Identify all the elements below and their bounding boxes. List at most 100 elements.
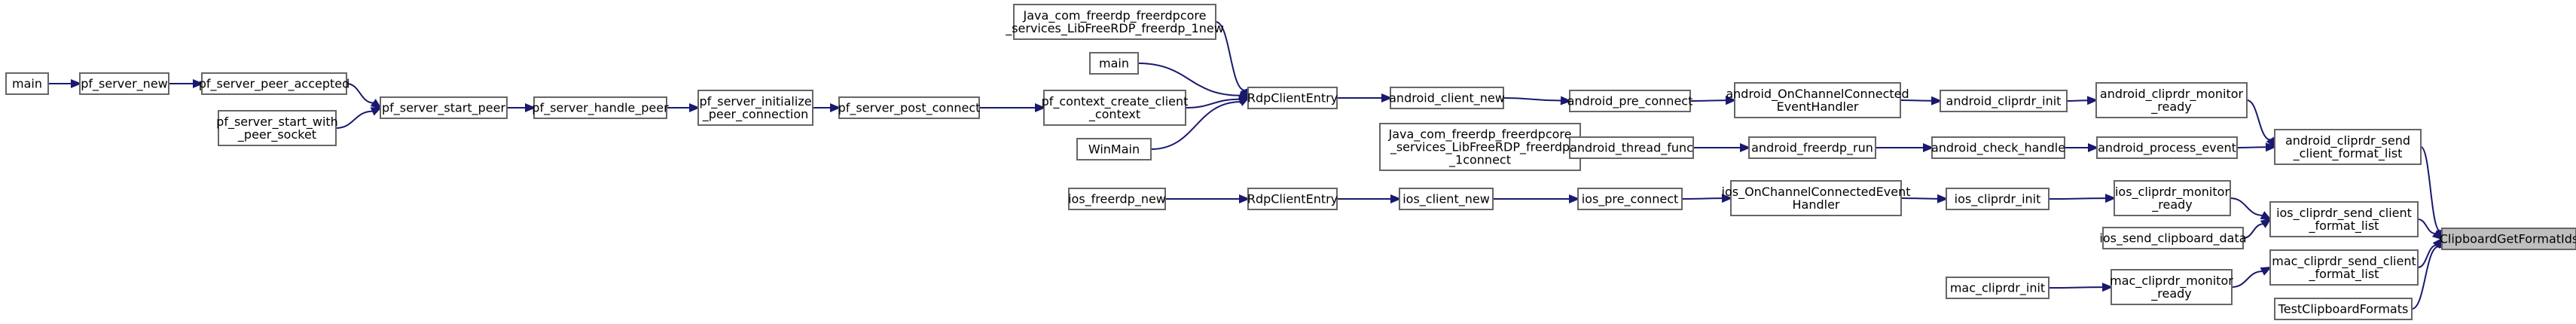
node-android-client-new[interactable]: android_client_new bbox=[1389, 87, 1505, 109]
node-label: pf_server_start_with bbox=[216, 115, 338, 130]
node-android-check-handle[interactable]: android_check_handle bbox=[1931, 136, 2065, 159]
edge-pf_server_peer_accepted-to-pf_server_start_peer bbox=[346, 83, 383, 109]
node-label: main bbox=[12, 77, 42, 91]
node-label: _peer_connection bbox=[702, 107, 809, 122]
node-label: pf_server_handle_peer bbox=[532, 101, 669, 116]
node-label: RdpClientEntry bbox=[1247, 192, 1338, 206]
node-winmain[interactable]: WinMain bbox=[1076, 138, 1152, 160]
node-label: ios_client_new bbox=[1402, 192, 1490, 207]
edge-ios_client_new-to-ios_pre_connect bbox=[1493, 194, 1580, 203]
edge-pf_server_start_peer-to-pf_server_handle_peer bbox=[506, 103, 536, 112]
node-label: _client_format_list bbox=[2293, 146, 2403, 161]
node-android-thread-func[interactable]: android_thread_func bbox=[1569, 136, 1694, 159]
node-mac-cliprdr-init[interactable]: mac_cliprdr_init bbox=[1946, 277, 2050, 299]
node-ios-freerdp-new[interactable]: ios_freerdp_new bbox=[1068, 188, 1166, 210]
node-label: WinMain bbox=[1088, 142, 1140, 157]
node-main2[interactable]: main bbox=[1089, 52, 1139, 75]
edge-pf_server_handle_peer-to-pf_server_initialize_peer_connection bbox=[666, 103, 700, 112]
node-label: android_OnChannelConnected bbox=[1726, 87, 1909, 102]
node-label: android_cliprdr_init bbox=[1946, 94, 2062, 109]
node-android-process-event[interactable]: android_process_event bbox=[2096, 136, 2238, 159]
node-label: android_cliprdr_send bbox=[2285, 133, 2410, 148]
node-java-freerdp-1connect[interactable]: Java_com_freerdp_freerdpcore_services_Li… bbox=[1379, 123, 1581, 171]
edge-ios_cliprdr_monitor_ready-to-ios_cliprdr_send_client_format_list bbox=[2230, 197, 2272, 221]
node-label: mac_cliprdr_init bbox=[1950, 281, 2045, 296]
edge-mac_cliprdr_init-to-mac_cliprdr_monitor_ready bbox=[2048, 283, 2114, 292]
node-label: pf_server_start_peer bbox=[382, 101, 506, 116]
node-ios-send-clipboard-data[interactable]: ios_send_clipboard_data bbox=[2099, 227, 2247, 249]
node-label: RdpClientEntry bbox=[1247, 91, 1338, 105]
node-label: pf_context_create_client bbox=[1042, 94, 1189, 109]
node-label: android_cliprdr_monitor bbox=[2100, 87, 2244, 102]
edge-android_freerdp_run-to-android_check_handle bbox=[1876, 143, 1934, 152]
node-pf-server-peer-accepted[interactable]: pf_server_peer_accepted bbox=[199, 72, 350, 95]
node-label: Java_com_freerdp_freerdpcore bbox=[1388, 127, 1572, 142]
edge-pf_server_initialize_peer_connection-to-pf_server_post_connect bbox=[812, 103, 841, 112]
node-label: android_check_handle bbox=[1931, 141, 2065, 156]
node-label: _context bbox=[1088, 107, 1140, 122]
node-android-cliprdr-send-client-format-list[interactable]: android_cliprdr_send_client_format_list bbox=[2274, 129, 2422, 165]
edge-main1-to-pf_server_new bbox=[48, 79, 82, 88]
node-label: ios_OnChannelConnectedEvent bbox=[1722, 185, 1911, 200]
node-pf-server-post-connect[interactable]: pf_server_post_connect bbox=[838, 96, 981, 119]
node-pf-server-handle-peer[interactable]: pf_server_handle_peer bbox=[532, 96, 669, 119]
node-label: android_client_new bbox=[1389, 91, 1505, 106]
node-label: android_process_event bbox=[2098, 141, 2236, 156]
node-label: _ready bbox=[2150, 99, 2192, 115]
edge-ios_onchannelconnected-to-ios_cliprdr_init bbox=[1900, 194, 1949, 203]
node-label: EventHandler bbox=[1777, 99, 1859, 114]
node-label: ios_send_clipboard_data bbox=[2099, 231, 2246, 246]
node-main1[interactable]: main bbox=[5, 72, 49, 95]
node-label: main bbox=[1099, 57, 1129, 71]
edge-pf_server_post_connect-to-pf_context_create_client_context bbox=[978, 103, 1046, 112]
edge-ios_cliprdr_send_client_format_list-to-clipboard_get_format_ids bbox=[2417, 219, 2444, 240]
node-pf-server-initialize-peer-connection[interactable]: pf_server_initialize_peer_connection bbox=[697, 90, 813, 126]
node-test-clipboard-formats[interactable]: TestClipboardFormats bbox=[2274, 298, 2413, 320]
node-mac-cliprdr-send-client-format-list[interactable]: mac_cliprdr_send_client_format_list bbox=[2269, 249, 2419, 286]
node-clipboard-get-format-ids[interactable]: ClipboardGetFormatIds bbox=[2440, 228, 2576, 250]
node-ios-pre-connect[interactable]: ios_pre_connect bbox=[1577, 188, 1683, 210]
node-pf-server-start-peer[interactable]: pf_server_start_peer bbox=[380, 96, 508, 119]
node-mac-cliprdr-monitor-ready[interactable]: mac_cliprdr_monitor_ready bbox=[2110, 269, 2233, 305]
edge-ios_freerdp_new-to-rdpcliententry2 bbox=[1165, 194, 1250, 203]
node-label: ios_freerdp_new bbox=[1068, 192, 1166, 207]
node-label: android_thread_func bbox=[1570, 141, 1693, 156]
node-label: pf_server_peer_accepted bbox=[199, 77, 350, 92]
edge-android_process_event-to-android_cliprdr_send_client_format_list bbox=[2236, 142, 2277, 152]
node-label: pf_server_new bbox=[81, 77, 168, 92]
node-label: mac_cliprdr_monitor bbox=[2110, 274, 2233, 289]
node-ios-cliprdr-send-client-format-list[interactable]: ios_cliprdr_send_client_format_list bbox=[2269, 201, 2419, 237]
node-rdpcliententry1[interactable]: RdpClientEntry bbox=[1247, 87, 1338, 109]
node-label: _ready bbox=[2151, 197, 2193, 212]
node-pf-server-new[interactable]: pf_server_new bbox=[79, 72, 169, 95]
node-android-pre-connect[interactable]: android_pre_connect bbox=[1567, 90, 1693, 112]
node-label: ios_pre_connect bbox=[1582, 192, 1679, 207]
edge-android_onchannelconnected-to-android_cliprdr_init bbox=[1900, 96, 1943, 105]
node-ios-cliprdr-monitor-ready[interactable]: ios_cliprdr_monitor_ready bbox=[2114, 180, 2231, 216]
node-ios-client-new[interactable]: ios_client_new bbox=[1399, 188, 1494, 210]
node-label: _format_list bbox=[2309, 219, 2379, 234]
edge-android_cliprdr_init-to-android_cliprdr_monitor_ready bbox=[2066, 96, 2098, 105]
node-android-freerdp-run[interactable]: android_freerdp_run bbox=[1748, 136, 1876, 159]
node-label: ClipboardGetFormatIds bbox=[2440, 232, 2576, 246]
node-java-freerdp-1new[interactable]: Java_com_freerdp_freerdpcore_services_Li… bbox=[1005, 4, 1224, 40]
node-ios-cliprdr-init[interactable]: ios_cliprdr_init bbox=[1946, 188, 2050, 210]
node-rdpcliententry2[interactable]: RdpClientEntry bbox=[1247, 188, 1338, 210]
edge-android_thread_func-to-android_freerdp_run bbox=[1693, 143, 1751, 152]
node-label: ios_cliprdr_init bbox=[1955, 192, 2041, 207]
edge-mac_cliprdr_monitor_ready-to-mac_cliprdr_send_client_format_list bbox=[2231, 266, 2272, 288]
node-label: _peer_socket bbox=[237, 127, 316, 142]
node-android-cliprdr-init[interactable]: android_cliprdr_init bbox=[1940, 90, 2068, 112]
node-label: pf_server_initialize bbox=[699, 94, 811, 109]
node-android-cliprdr-monitor-ready[interactable]: android_cliprdr_monitor_ready bbox=[2095, 82, 2248, 118]
node-pf-context-create-client-context[interactable]: pf_context_create_client_context bbox=[1042, 90, 1189, 126]
node-label: _format_list bbox=[2309, 267, 2379, 282]
node-label: pf_server_post_connect bbox=[838, 101, 981, 116]
node-label: mac_cliprdr_send_client bbox=[2272, 254, 2416, 269]
edge-ios_send_clipboard_data-to-ios_cliprdr_send_client_format_list bbox=[2242, 218, 2272, 239]
node-label: ios_cliprdr_send_client bbox=[2276, 206, 2412, 221]
node-pf-server-start-with-peer-socket[interactable]: pf_server_start_with_peer_socket bbox=[216, 110, 338, 146]
edge-android_pre_connect-to-android_onchannelconnected bbox=[1689, 96, 1737, 105]
